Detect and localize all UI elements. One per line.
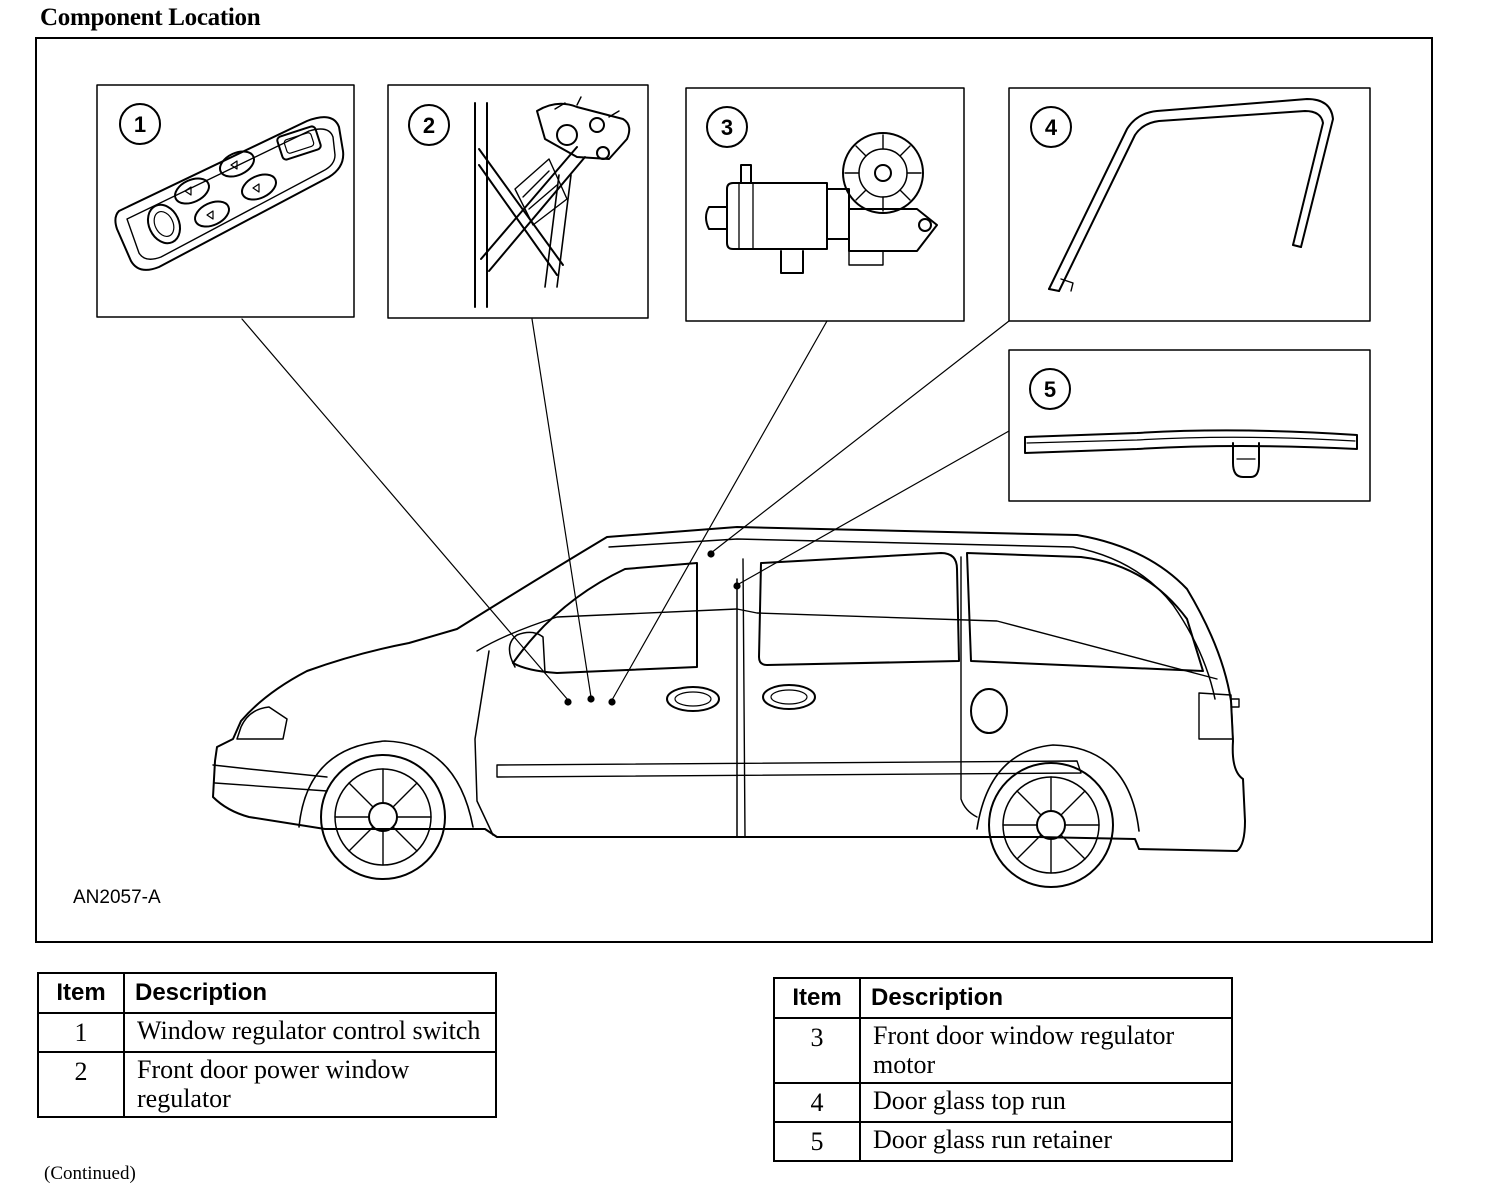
table-row: 3 Front door window regulator motor [773,1017,1233,1084]
leader-line-4 [710,320,1010,554]
van-body-side-molding [496,760,1082,778]
legend-table-left: Item Description 1 Window regulator cont… [37,972,497,1118]
legend-table-right: Item Description 3 Front door window reg… [773,977,1233,1162]
table-row: 5 Door glass run retainer [773,1121,1233,1162]
panel-4: 4 [1008,87,1371,322]
pointer-dot-4 [707,550,715,558]
pointer-dot-3 [608,698,616,706]
minivan-drawing [212,526,1246,888]
pointer-dot-1 [564,698,572,706]
rear-wheel-arch [976,744,1140,832]
leader-line-3 [611,320,828,701]
callout-3-circle [706,106,748,148]
item-number: 3 [773,1017,861,1084]
front-door-handle [666,686,720,712]
panel-5-frame [1008,349,1371,502]
item-header: Item [37,972,125,1014]
window-regulator-drawing [474,96,631,308]
van-beltline [476,608,1218,680]
window-switch-drawing [114,116,345,271]
leader-lines [241,318,1010,706]
callout-3-label: 3 [721,115,733,140]
callout-1-label: 1 [134,112,146,137]
van-sliding-window [758,552,960,666]
leader-line-1 [241,318,569,701]
section-title: Component Location [40,4,261,31]
van-side-mirror [508,631,546,674]
callout-4-circle [1030,106,1072,148]
panel-4-frame [1008,87,1371,322]
glass-run-retainer-drawing [1024,429,1358,478]
item-description: Door glass run retainer [859,1121,1233,1162]
callout-2-label: 2 [423,113,435,138]
van-tail-lamp [1198,692,1240,740]
component-location-figure: 1 2 [35,37,1433,943]
van-front-window [512,562,698,674]
item-description: Front door power window regulator [123,1051,497,1118]
panel-3: 3 [685,87,965,322]
item-number: 2 [37,1051,125,1118]
description-header: Description [859,977,1233,1019]
panel-3-frame [685,87,965,322]
van-sliding-door-edge [742,556,978,838]
regulator-motor-drawing [705,132,938,274]
legend-header-row: Item Description [773,977,1233,1019]
front-wheel [320,754,446,880]
callout-5-circle [1029,368,1071,410]
panel-2: 2 [387,84,649,319]
table-row: 1 Window regulator control switch [37,1012,497,1053]
fuel-door [970,688,1008,734]
sliding-door-handle [762,684,816,710]
panel-5: 5 [1008,349,1371,502]
panel-2-frame [387,84,649,319]
item-header: Item [773,977,861,1019]
item-description: Front door window regulator motor [859,1017,1233,1084]
van-roofline [608,538,1216,700]
leader-line-5 [736,430,1010,586]
figure-id: AN2057-A [73,887,161,908]
item-number: 1 [37,1012,125,1053]
pointer-dot-2 [587,695,595,703]
callout-4-label: 4 [1045,115,1058,140]
van-rear-window [966,552,1204,672]
table-row: 2 Front door power window regulator [37,1051,497,1118]
item-description: Window regulator control switch [123,1012,497,1053]
item-number: 5 [773,1121,861,1162]
item-number: 4 [773,1082,861,1123]
van-headlamp [236,706,288,740]
callout-5-label: 5 [1044,377,1056,402]
glass-top-run-drawing [1048,98,1334,292]
component-diagram: 1 2 [96,84,1371,888]
item-description: Door glass top run [859,1082,1233,1123]
legend-header-row: Item Description [37,972,497,1014]
van-front-door-edge [474,578,738,838]
callout-2-circle [408,104,450,146]
rear-wheel [988,762,1114,888]
callout-1-circle [119,103,161,145]
front-wheel-arch [298,740,474,828]
description-header: Description [123,972,497,1014]
panel-1: 1 [96,84,355,318]
leader-line-2 [531,318,592,698]
continued-note: (Continued) [44,1163,136,1184]
van-body-outline [212,526,1246,852]
panel-1-frame [96,84,355,318]
table-row: 4 Door glass top run [773,1082,1233,1123]
